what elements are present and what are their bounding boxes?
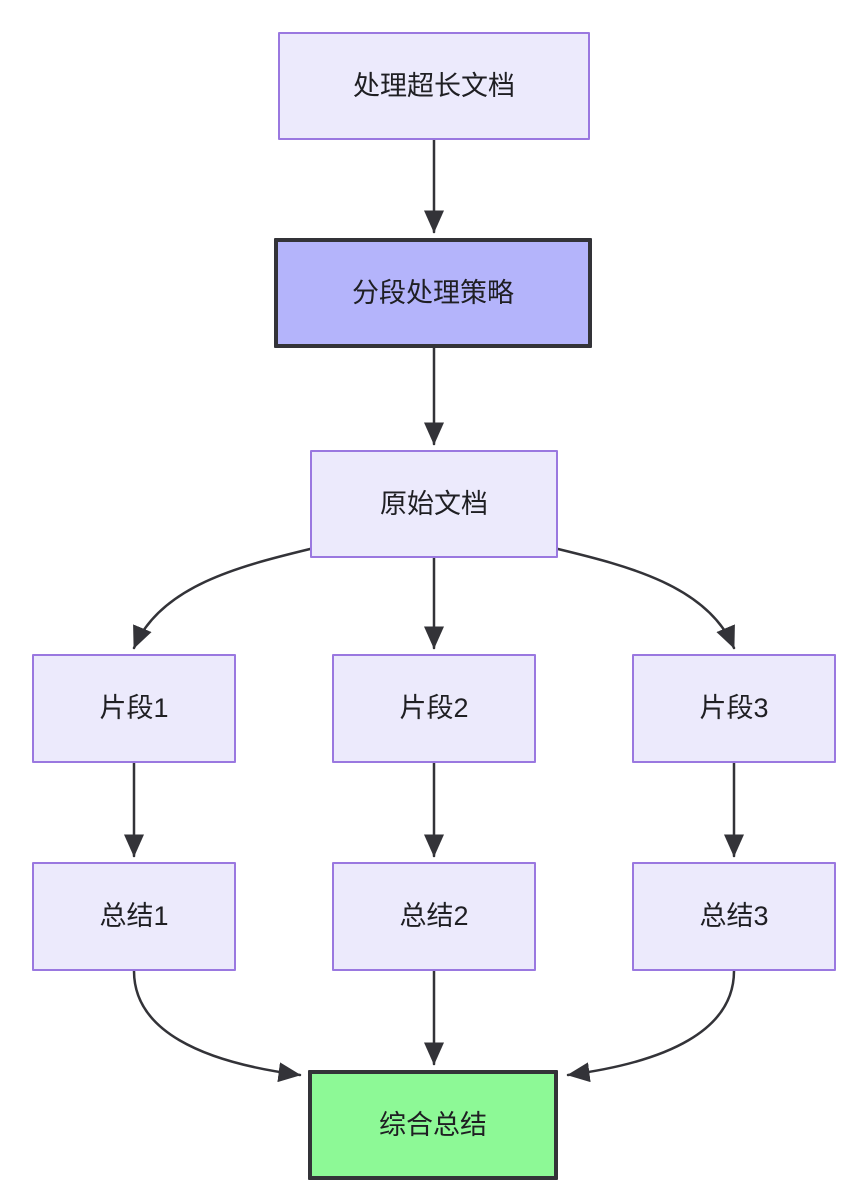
node-n5[interactable]: 片段2 bbox=[332, 654, 536, 763]
node-n6[interactable]: 片段3 bbox=[632, 654, 836, 763]
node-label-n1: 处理超长文档 bbox=[353, 70, 515, 101]
node-n3[interactable]: 原始文档 bbox=[310, 450, 558, 558]
node-n10[interactable]: 综合总结 bbox=[308, 1070, 558, 1180]
node-n9[interactable]: 总结3 bbox=[632, 862, 836, 971]
node-label-n8: 总结2 bbox=[399, 901, 469, 932]
edge-n3-to-n6 bbox=[556, 547, 736, 650]
node-label-n3: 原始文档 bbox=[380, 488, 488, 519]
node-n8[interactable]: 总结2 bbox=[332, 862, 536, 971]
node-label-n5: 片段2 bbox=[399, 693, 469, 724]
edge-n7-to-n10 bbox=[132, 969, 302, 1083]
node-label-n2: 分段处理策略 bbox=[352, 277, 514, 308]
node-n7[interactable]: 总结1 bbox=[32, 862, 236, 971]
node-n1[interactable]: 处理超长文档 bbox=[278, 32, 590, 140]
node-n4[interactable]: 片段1 bbox=[32, 654, 236, 763]
edge-n9-to-n10 bbox=[566, 969, 736, 1083]
node-label-n7: 总结1 bbox=[99, 901, 169, 932]
node-label-n10: 综合总结 bbox=[379, 1109, 487, 1140]
node-label-n9: 总结3 bbox=[699, 901, 769, 932]
node-n2[interactable]: 分段处理策略 bbox=[274, 238, 592, 348]
node-label-n6: 片段3 bbox=[699, 693, 769, 724]
edge-n3-to-n4 bbox=[132, 547, 312, 650]
node-label-n4: 片段1 bbox=[99, 693, 169, 724]
